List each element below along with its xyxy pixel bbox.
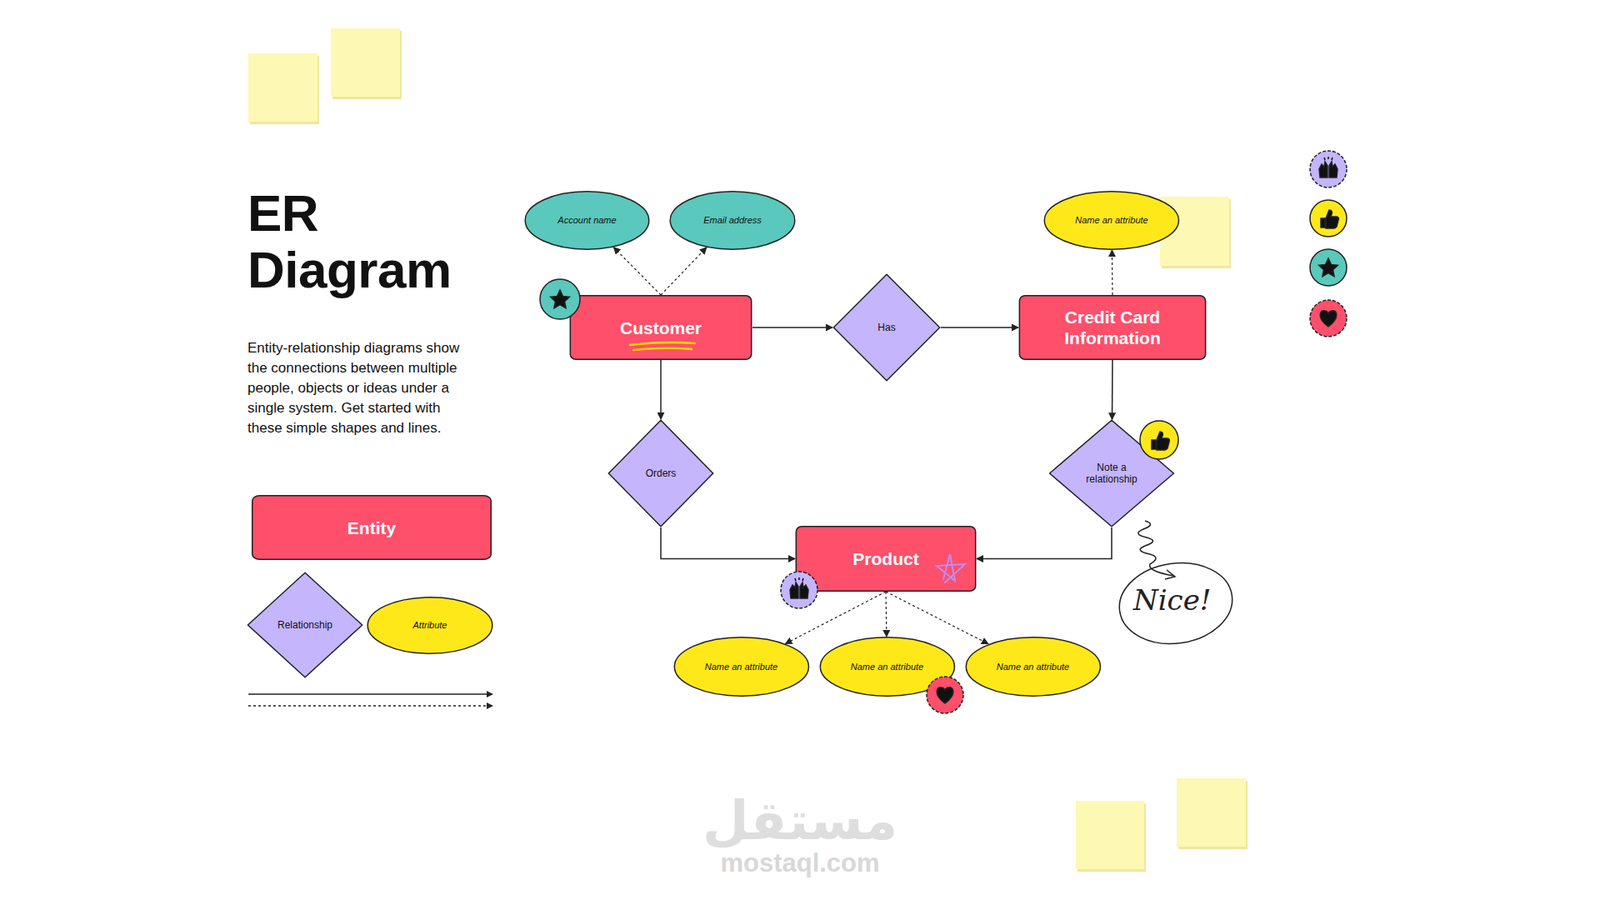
attribute-ellipse: Attribute — [366, 596, 494, 655]
attribute-ellipse: Account name — [524, 190, 650, 250]
node-label: Orders — [645, 467, 677, 480]
attribute-link — [660, 247, 707, 295]
attribute-link — [613, 247, 661, 295]
node-label: Note a relationship — [1081, 461, 1142, 485]
relationship-connector — [752, 326, 833, 329]
node-label: Customer — [608, 317, 714, 339]
node-label: Entity — [335, 517, 408, 539]
node-label: Attribute — [405, 620, 456, 631]
node-label: Product — [840, 548, 930, 570]
attribute-link — [785, 591, 886, 645]
node-label: Name an attribute — [696, 661, 786, 673]
attribute-ellipse: Name an attribute — [819, 636, 956, 697]
attribute-link — [1111, 250, 1114, 295]
relationship-connector — [1111, 360, 1114, 420]
handwritten-note: Nice! — [1133, 583, 1211, 617]
node-label: Has — [877, 321, 895, 334]
entity-box: Customer — [569, 295, 753, 360]
attribute-ellipse: Name an attribute — [965, 636, 1102, 697]
relationship-connector — [976, 527, 1112, 560]
attribute-ellipse: Name an attribute — [673, 636, 810, 697]
legend-lines — [248, 690, 494, 710]
node-label: Name an attribute — [842, 661, 932, 673]
node-label: Credit Card Information — [1018, 306, 1207, 349]
nice-doodle — [1114, 520, 1238, 651]
relationship-diamond: Note a relationship — [1048, 419, 1175, 528]
node-label: Relationship — [277, 619, 333, 631]
node-label: Name an attribute — [988, 661, 1078, 673]
caption: Entity-relationship diagrams show the co… — [247, 338, 473, 439]
relationship-diamond: Has — [832, 273, 941, 382]
entity-box: Entity — [250, 495, 493, 560]
relationship-connector — [940, 326, 1019, 329]
watermark: mostaql.com — [700, 848, 900, 879]
node-label: Account name — [549, 215, 625, 226]
entity-box-outline — [1018, 295, 1207, 360]
attribute-ellipse: Name an attribute — [1043, 190, 1180, 250]
title: ER Diagram — [247, 185, 515, 299]
doodles — [630, 342, 965, 583]
node-label: Email address — [695, 215, 770, 226]
attribute-link — [885, 591, 887, 637]
entity-box: Credit Card Information — [1018, 295, 1207, 360]
relationship-connector — [660, 360, 662, 420]
sticky-notes — [248, 28, 1248, 872]
reaction-badges — [540, 150, 1347, 714]
relationship-diamond: Relationship — [246, 571, 364, 679]
relationship-connector — [660, 527, 795, 560]
attribute-link — [885, 591, 989, 645]
node-label: Name an attribute — [1066, 215, 1156, 226]
watermark: مستقل — [700, 791, 900, 850]
relationship-diamond: Orders — [607, 419, 715, 528]
attribute-ellipse: Email address — [669, 190, 796, 250]
entity-box: Product — [795, 525, 977, 592]
